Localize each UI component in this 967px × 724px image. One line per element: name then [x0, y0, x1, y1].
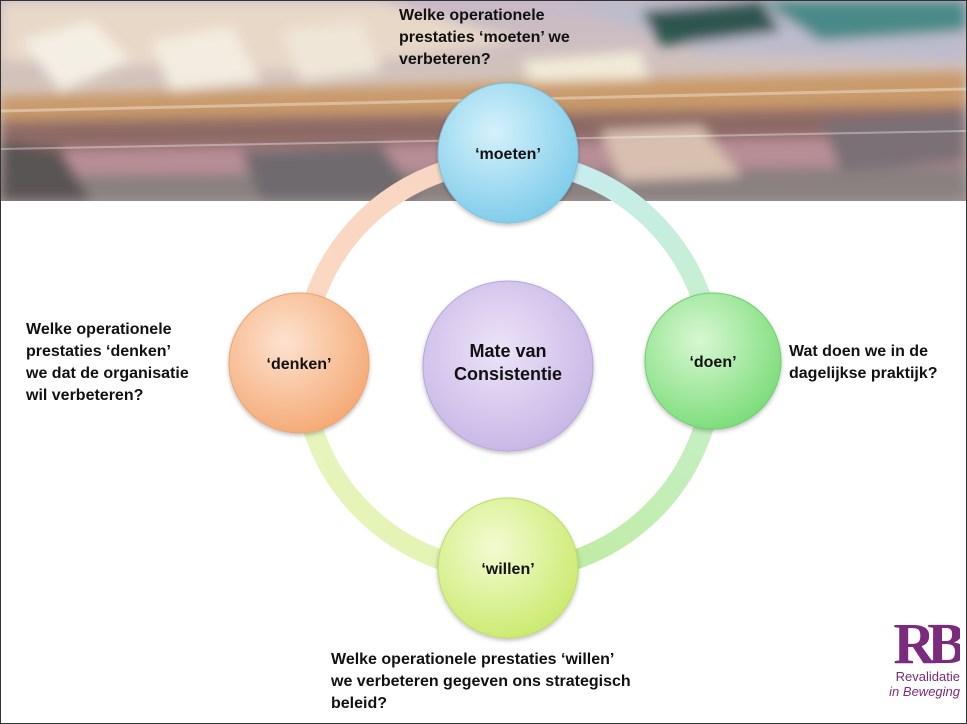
logo-text-line2: in Beweging — [889, 684, 960, 699]
caption-denken: Welke operationele prestaties ‘denken’ w… — [26, 321, 189, 404]
center-label-line2: Consistentie — [454, 364, 562, 384]
node-moeten-label: ‘moeten’ — [475, 146, 541, 163]
revalidatie-in-beweging-logo: RB Revalidatie in Beweging — [870, 613, 960, 713]
rb-logo-mark: RB — [893, 613, 960, 669]
center-node — [422, 280, 594, 452]
node-denken-label: ‘denken’ — [267, 356, 332, 373]
svg-text:RB: RB — [893, 613, 960, 669]
node-doen-label: ‘doen’ — [689, 354, 736, 371]
header-photo-banner — [1, 1, 966, 201]
node-willen-label: ‘willen’ — [481, 561, 534, 578]
node-doen — [644, 292, 782, 430]
center-label-line1: Mate van — [469, 341, 546, 361]
node-denken — [228, 292, 370, 434]
node-moeten — [437, 82, 579, 224]
node-willen — [437, 497, 579, 639]
caption-moeten: Welke operationele prestaties ‘moeten’ w… — [399, 7, 570, 68]
caption-doen: Wat doen we in de dagelijkse praktijk? — [789, 343, 938, 382]
logo-text-line1: Revalidatie — [895, 669, 960, 684]
caption-willen: Welke operationele prestaties ‘willen’ w… — [331, 651, 631, 712]
